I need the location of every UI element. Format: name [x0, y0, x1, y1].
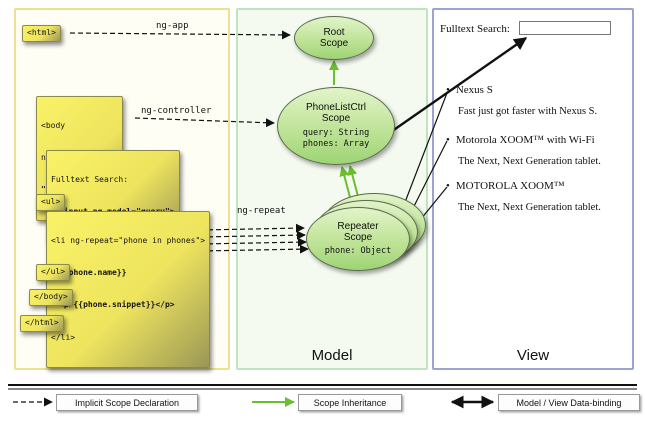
bullet-icon: •: [446, 134, 450, 146]
view-item-title-text: Motorola XOOM™ with Wi-Fi: [455, 134, 595, 146]
code-ul-open: <ul>: [36, 194, 66, 211]
repeater-scope-title: Repeater: [337, 220, 379, 232]
scope-prop-query: query: String: [302, 127, 370, 138]
root-scope-title: Root: [323, 26, 345, 38]
code-line: <p>{{phone.snippet}}</p>: [59, 300, 175, 310]
code-body-close: </body>: [29, 289, 73, 306]
view-item-desc: Fast just got faster with Nexus S.: [458, 106, 598, 117]
model-panel-label: Model: [311, 347, 353, 364]
code-line: <li ng-repeat="phone in phones">: [51, 235, 206, 245]
view-item-title-text: Nexus S: [455, 84, 493, 96]
view-item-desc: The Next, Next Generation tablet.: [458, 156, 601, 167]
bullet-icon: •: [446, 84, 450, 96]
fulltext-search-input[interactable]: [519, 21, 611, 35]
view-item-title: • Nexus S: [446, 84, 493, 96]
code-line: {{phone.name}}: [59, 267, 127, 277]
code-li-repeat: <li ng-repeat="phone in phones"> {{phone…: [46, 211, 211, 369]
view-panel-label: View: [516, 347, 550, 364]
view-search-label: Fulltext Search:: [440, 23, 510, 35]
view-item-title: • Motorola XOOM™ with Wi-Fi: [446, 134, 595, 146]
code-line: Fulltext Search:: [51, 174, 129, 184]
repeater-scope-ellipse: Repeater Scope phone: Object: [306, 207, 410, 271]
code-ul-close: </ul>: [36, 264, 71, 281]
ng-repeat-label: ng-repeat: [237, 206, 286, 216]
view-item-desc: The Next, Next Generation tablet.: [458, 202, 601, 213]
code-line: </li>: [51, 332, 76, 342]
view-item-title: • MOTOROLA XOOM™: [446, 180, 565, 192]
code-html-open: <html>: [22, 25, 61, 42]
phonelistctrl-scope-ellipse: PhoneListCtrl Scope query: String phones…: [277, 87, 395, 165]
model-panel: Model: [236, 8, 428, 370]
bullet-icon: •: [446, 180, 450, 192]
legend-implicit-scope: Implicit Scope Declaration: [56, 394, 198, 411]
scope-prop-phones: phones: Array: [302, 139, 370, 149]
phonelistctrl-scope-title: PhoneListCtrl: [305, 101, 367, 113]
root-scope-ellipse: Root Scope: [294, 16, 374, 60]
phonelistctrl-scope-title: Scope: [321, 113, 351, 125]
code-line: <body: [41, 120, 66, 130]
scope-prop-phone: phone: Object: [324, 245, 392, 256]
code-html-close: </html>: [20, 315, 64, 332]
legend-databinding: Model / View Data-binding: [498, 394, 640, 411]
ng-app-label: ng-app: [156, 21, 189, 31]
repeater-scope-title: Scope: [343, 232, 373, 244]
view-item-title-text: MOTOROLA XOOM™: [455, 180, 565, 192]
legend-scope-inheritance: Scope Inheritance: [298, 394, 402, 411]
ng-controller-label: ng-controller: [141, 106, 212, 116]
root-scope-title: Scope: [319, 38, 349, 49]
